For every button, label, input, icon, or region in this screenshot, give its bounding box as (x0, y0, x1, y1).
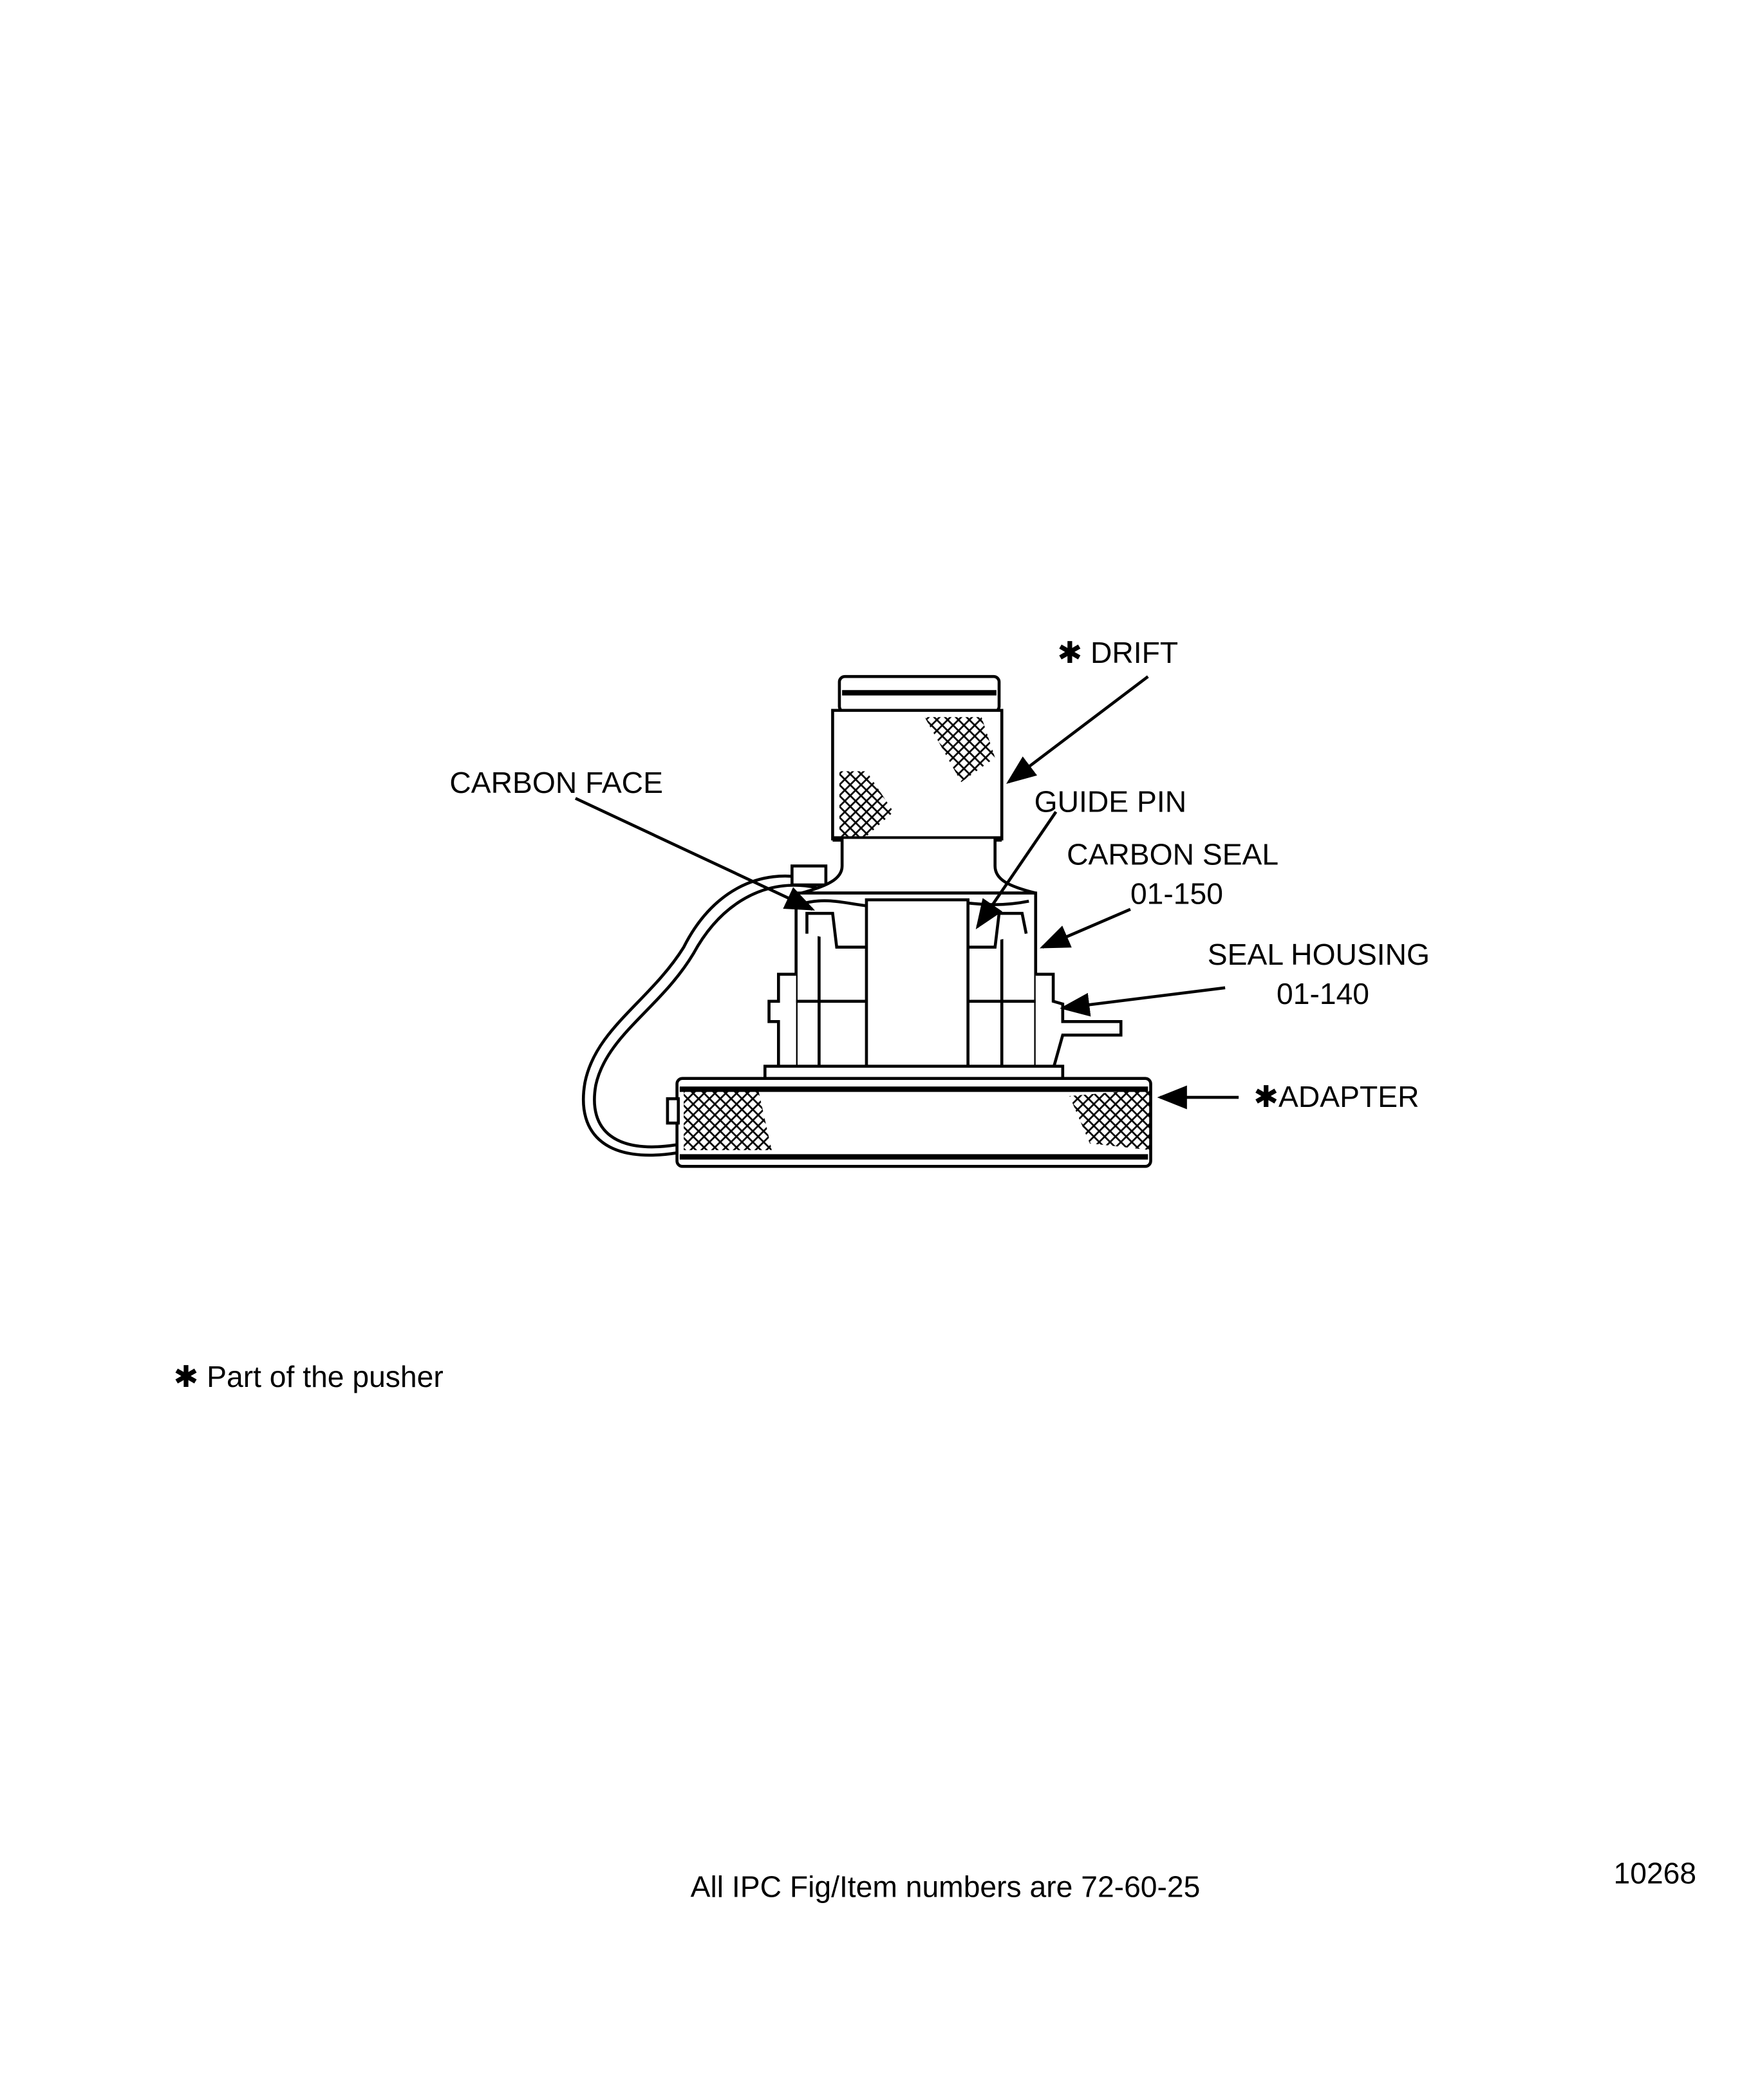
cable-clip (791, 864, 828, 887)
label-guide-pin: GUIDE PIN (1034, 785, 1186, 818)
label-carbon-seal: CARBON SEAL (1067, 837, 1278, 871)
label-seal-housing-item: 01-140 (1277, 977, 1369, 1010)
carbon-seal-arrow (1040, 907, 1131, 949)
label-adapter: ✱ADAPTER (1253, 1080, 1419, 1113)
footnote: ✱ Part of the pusher (174, 1360, 444, 1393)
label-seal-housing: SEAL HOUSING (1208, 938, 1430, 971)
figure-number: 10268 (1614, 1857, 1697, 1890)
label-drift: ✱ DRIFT (1057, 636, 1178, 669)
carbon-face-arrow (574, 797, 816, 911)
adapter (666, 1077, 1152, 1168)
ipc-note: All IPC Fig/Item numbers are 72-60-25 (691, 1870, 1201, 1904)
label-carbon-seal-item: 01-150 (1130, 877, 1223, 910)
drift-arrow (1006, 675, 1149, 785)
drift (801, 674, 1036, 895)
guide-pin-arrow (975, 811, 1058, 929)
seal-housing-arrow (1060, 986, 1226, 1017)
seal-housing (763, 891, 1123, 1082)
label-carbon-face: CARBON FACE (449, 766, 663, 799)
tether-cable (581, 874, 813, 1157)
